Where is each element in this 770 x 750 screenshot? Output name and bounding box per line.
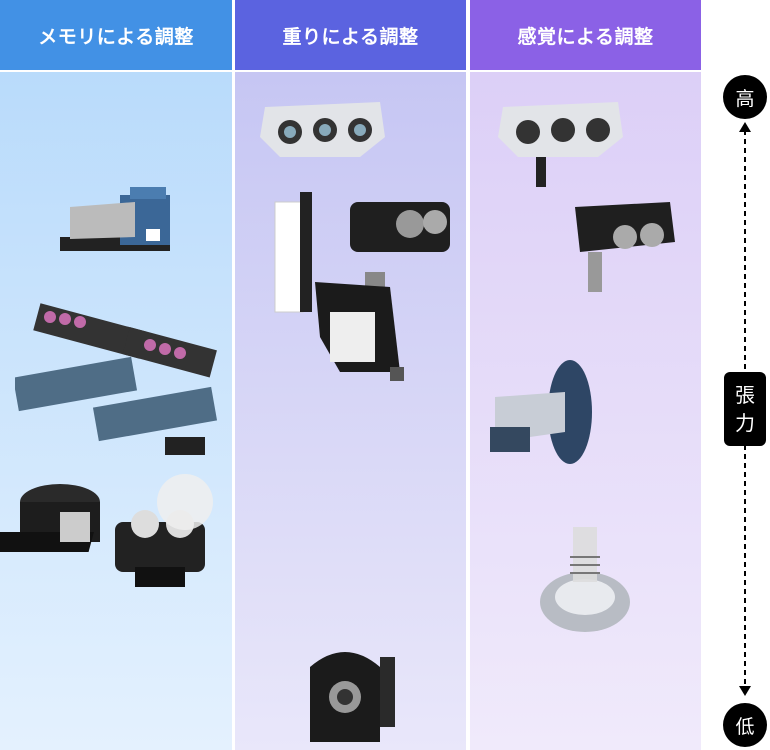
axis-label-line1: 張 [735, 383, 755, 407]
axis-label: 張 力 [724, 372, 766, 446]
product-image-memory-tensioner-1 [60, 187, 170, 251]
product-image-manual-tensioner-2 [575, 202, 675, 292]
axis-high-badge: 高 [723, 75, 767, 119]
column-memory-adjustment: メモリによる調整 [0, 0, 232, 750]
tension-axis: 高 張 力 低 [720, 0, 770, 750]
product-image-manual-tensioner-spring [540, 527, 630, 632]
product-image-manual-tensioner-1 [498, 102, 623, 187]
product-image-memory-tensioner-set [15, 303, 218, 455]
arrow-up-icon [739, 122, 751, 132]
axis-label-line2: 力 [735, 411, 755, 435]
column-header: メモリによる調整 [0, 0, 232, 70]
axis-low-badge: 低 [723, 703, 767, 747]
column-body [235, 72, 466, 750]
column-body [470, 72, 701, 750]
product-image-memory-dial-tensioners [0, 474, 213, 587]
product-image-weight-tensioner-bottom [310, 652, 395, 742]
column-manual-adjustment: 感覚による調整 [470, 0, 701, 750]
column-body [0, 72, 232, 750]
column-header: 感覚による調整 [470, 0, 701, 70]
product-image-weight-tensioner-assembly [274, 192, 450, 381]
column-weight-adjustment: 重りによる調整 [235, 0, 466, 750]
column-header: 重りによる調整 [235, 0, 466, 70]
product-image-manual-tensioner-3 [490, 360, 592, 464]
arrow-down-icon [739, 686, 751, 696]
product-image-weight-tensioner-top [260, 102, 385, 157]
